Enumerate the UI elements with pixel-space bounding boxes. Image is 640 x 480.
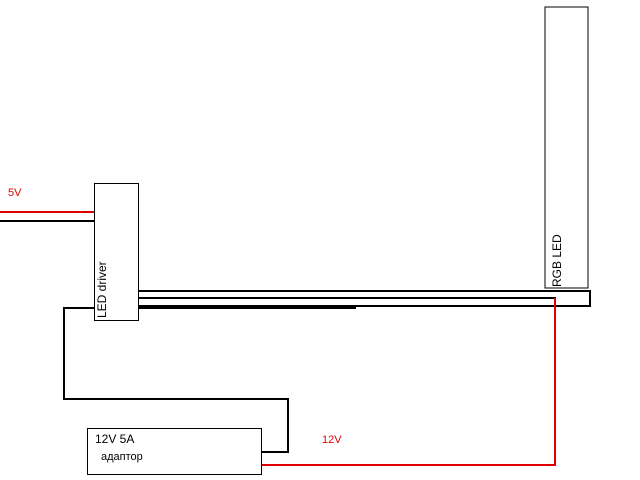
- rgb-led-label: RGB LED: [550, 234, 564, 287]
- label-12v: 12V: [322, 434, 342, 446]
- rgb-led-strip: [544, 6, 589, 289]
- adapter-rating-label: 12V 5A: [95, 432, 135, 446]
- wire-ground-black: [63, 307, 289, 453]
- adapter-box: [87, 428, 262, 475]
- led-driver-box: [94, 183, 139, 321]
- wire-12v-red: [262, 298, 556, 466]
- adapter-name-label: адаптор: [101, 451, 143, 463]
- label-5v: 5V: [8, 187, 22, 199]
- led-driver-label: LED driver: [95, 261, 109, 318]
